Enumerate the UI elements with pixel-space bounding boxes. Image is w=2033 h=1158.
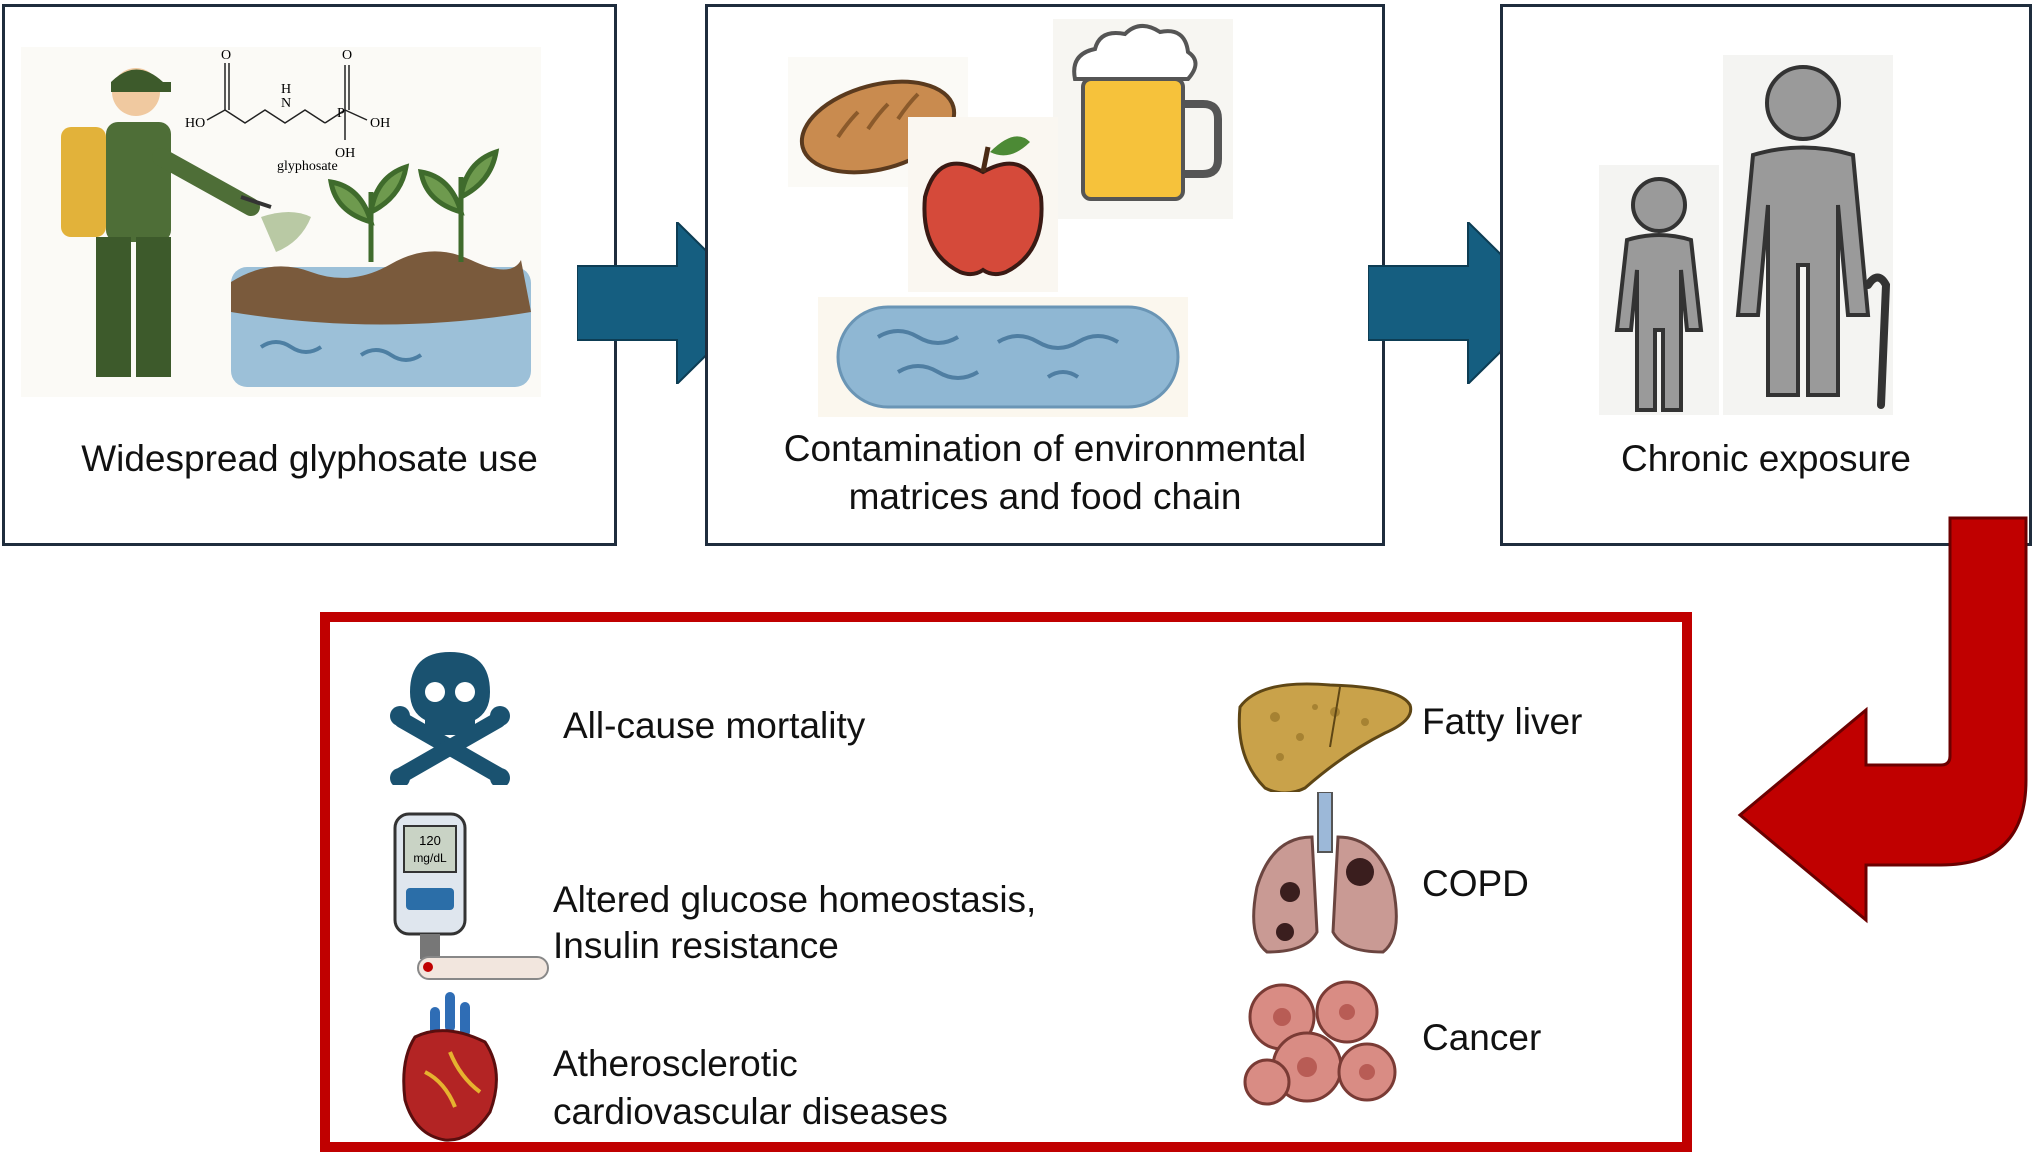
cancer-cells-icon xyxy=(1242,972,1402,1117)
outcome-label-glucose-line1: Altered glucose homeostasis, xyxy=(553,879,1037,920)
health-outcomes-box: All-cause mortality 120 mg/dL Altered gl… xyxy=(320,612,1692,1152)
molecule-atom-oh-bottom: OH xyxy=(335,146,355,161)
step-box-contamination: Contamination of environmental matrices … xyxy=(705,4,1385,546)
molecule-atom-p: P xyxy=(337,106,345,121)
step-caption-glyphosate-use: Widespread glyphosate use xyxy=(81,438,538,479)
step-caption-contamination-line2: matrices and food chain xyxy=(848,476,1242,517)
step-caption-contamination-line1: Contamination of environmental xyxy=(783,428,1307,469)
molecule-atom-o-left: O xyxy=(221,48,231,63)
outcome-label-ascvd-line2: cardiovascular diseases xyxy=(553,1091,948,1132)
step-box-chronic-exposure: Chronic exposure xyxy=(1500,4,2032,546)
farmer-spraying-illustration xyxy=(21,47,541,397)
outcome-label-ascvd-line1: Atherosclerotic xyxy=(553,1043,798,1084)
elderly-figure-icon xyxy=(1723,55,1893,415)
molecule-atom-o-right: O xyxy=(342,48,352,63)
lungs-icon xyxy=(1250,792,1400,957)
molecule-atom-h: H xyxy=(281,82,291,97)
outcome-label-copd: COPD xyxy=(1422,863,1529,904)
outcome-label-fatty-liver: Fatty liver xyxy=(1422,701,1583,742)
glucometer-icon: 120 mg/dL xyxy=(390,812,550,987)
glucometer-unit: mg/dL xyxy=(413,851,447,865)
glyphosate-structure: O HO H N O P OH OH glyphosate xyxy=(185,45,485,185)
molecule-label: glyphosate xyxy=(277,159,338,174)
apple-icon xyxy=(908,117,1058,292)
molecule-atom-n: N xyxy=(281,96,291,111)
skull-crossbones-icon xyxy=(390,650,510,785)
step-box-glyphosate-use: O HO H N O P OH OH glyphosate Widespread… xyxy=(2,4,617,546)
molecule-atom-ho: HO xyxy=(185,116,205,131)
water-body-icon xyxy=(818,297,1188,417)
child-figure-icon xyxy=(1599,165,1719,415)
outcome-label-cancer: Cancer xyxy=(1422,1017,1542,1058)
outcome-arrow xyxy=(1736,515,2031,925)
molecule-atom-oh-right: OH xyxy=(370,116,390,131)
step-caption-chronic-exposure: Chronic exposure xyxy=(1621,438,1911,479)
outcome-label-glucose-line2: Insulin resistance xyxy=(553,925,839,966)
outcome-label-mortality: All-cause mortality xyxy=(563,705,866,746)
liver-icon xyxy=(1235,677,1415,792)
beer-mug-icon xyxy=(1053,19,1233,219)
heart-icon xyxy=(395,992,505,1142)
glucometer-reading: 120 xyxy=(419,833,441,848)
